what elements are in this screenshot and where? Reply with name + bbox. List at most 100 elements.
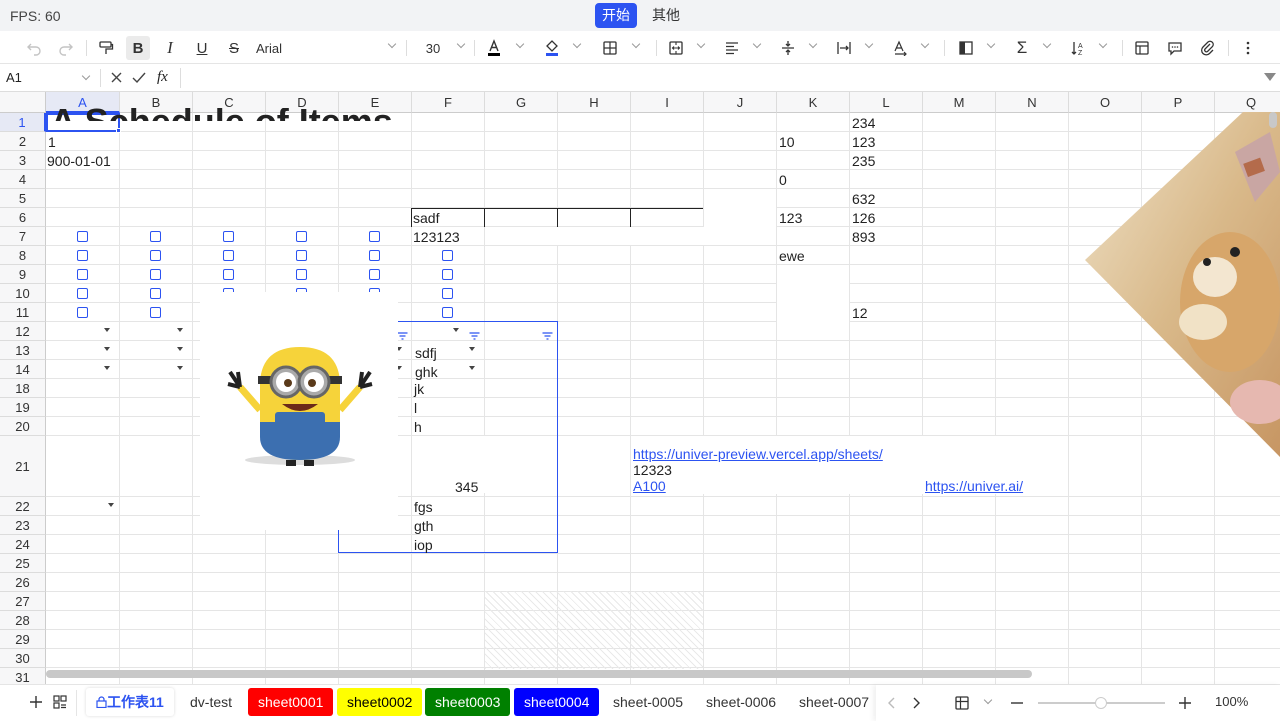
checkbox[interactable] [223,250,234,261]
select-all-corner[interactable] [0,92,46,113]
checkbox[interactable] [223,269,234,280]
dropdown-arrow-icon[interactable] [177,328,183,332]
column-header-o[interactable]: O [1069,92,1142,113]
dropdown-arrow-icon[interactable] [104,366,110,370]
horizontal-align-icon[interactable] [722,36,742,60]
row-header-11[interactable]: 11 [0,303,46,322]
merge-cells-icon[interactable] [666,36,686,60]
row-header-9[interactable]: 9 [0,265,46,284]
text-rotate-icon[interactable] [890,36,910,60]
sheet-tab-sheet0003[interactable]: sheet0003 [425,688,511,716]
column-header-a[interactable]: A [46,92,120,113]
column-header-i[interactable]: I [631,92,704,113]
cell-i21-ref[interactable]: A100 [633,478,666,494]
filter-icon[interactable] [542,327,553,340]
dropdown-arrow-icon[interactable] [469,366,475,370]
column-header-b[interactable]: B [120,92,193,113]
sheet-tab-sheet0001[interactable]: sheet0001 [248,688,334,716]
undo-icon[interactable] [24,36,44,60]
row-header-4[interactable]: 4 [0,170,46,189]
vertical-align-icon[interactable] [778,36,798,60]
row-header-29[interactable]: 29 [0,630,46,649]
name-box-chevron-icon[interactable] [81,71,91,81]
row-header-27[interactable]: 27 [0,592,46,611]
redo-icon[interactable] [56,36,76,60]
row-header-28[interactable]: 28 [0,611,46,630]
sheet-tab-dv-test[interactable]: dv-test [190,694,233,710]
dropdown-arrow-icon[interactable] [177,366,183,370]
cancel-formula-icon[interactable] [110,71,123,89]
checkbox[interactable] [77,288,88,299]
row-header-18[interactable]: 18 [0,379,46,398]
checkbox[interactable] [77,269,88,280]
cell-name-box[interactable]: A1 [6,70,22,85]
row-header-2[interactable]: 2 [0,132,46,151]
row-header-21[interactable]: 21 [0,436,46,497]
checkbox[interactable] [150,250,161,261]
add-sheet-icon[interactable] [28,694,44,715]
font-family-select[interactable]: Arial [256,40,283,56]
expand-formula-icon[interactable] [1264,73,1276,81]
checkbox[interactable] [442,307,453,318]
column-header-k[interactable]: K [777,92,850,113]
row-header-14[interactable]: 14 [0,360,46,379]
row-header-1[interactable]: 1 [0,113,46,132]
minion-image[interactable] [200,292,398,530]
checkbox[interactable] [296,269,307,280]
zoom-slider-thumb[interactable] [1095,697,1107,709]
dropdown-arrow-icon[interactable] [396,347,402,351]
dropdown-arrow-icon[interactable] [177,347,183,351]
confirm-formula-icon[interactable] [132,71,146,89]
checkbox[interactable] [150,288,161,299]
all-sheets-icon[interactable] [52,694,68,715]
column-header-e[interactable]: E [339,92,412,113]
dropdown-arrow-icon[interactable] [104,328,110,332]
row-header-20[interactable]: 20 [0,417,46,436]
row-header-10[interactable]: 10 [0,284,46,303]
row-header-5[interactable]: 5 [0,189,46,208]
dropdown-arrow-icon[interactable] [396,366,402,370]
format-painter-icon[interactable] [96,36,116,60]
row-header-22[interactable]: 22 [0,497,46,516]
column-header-q[interactable]: Q [1215,92,1280,113]
more-icon[interactable] [1238,36,1258,60]
checkbox[interactable] [442,288,453,299]
column-header-l[interactable]: L [850,92,923,113]
row-header-8[interactable]: 8 [0,246,46,265]
comment-icon[interactable] [1165,36,1185,60]
row-header-12[interactable]: 12 [0,322,46,341]
row-header-24[interactable]: 24 [0,535,46,554]
scroll-tabs-left-icon[interactable] [886,696,898,715]
checkbox[interactable] [369,269,380,280]
column-header-j[interactable]: J [704,92,777,113]
sheet-tab-sheet-0007[interactable]: sheet-0007 [799,694,870,710]
font-size-select[interactable]: 30 [425,40,441,56]
checkbox[interactable] [150,269,161,280]
checkbox[interactable] [77,250,88,261]
zoom-level[interactable]: 100% [1215,694,1249,709]
border-icon[interactable] [600,36,620,60]
checkbox[interactable] [296,250,307,261]
checkbox[interactable] [296,231,307,242]
grid-view-icon[interactable] [954,695,970,716]
scroll-tabs-right-icon[interactable] [910,696,922,715]
attachment-icon[interactable] [1198,36,1218,60]
data-validation-icon[interactable] [1132,36,1152,60]
column-header-n[interactable]: N [996,92,1069,113]
sheet-tab-sheet-0006[interactable]: sheet-0006 [706,694,777,710]
cell-i21-link[interactable]: https://univer-preview.vercel.app/sheets… [633,446,883,462]
checkbox[interactable] [150,307,161,318]
sheet-tab-active[interactable]: 工作表11 [86,688,174,716]
row-header-23[interactable]: 23 [0,516,46,535]
bold-icon[interactable]: B [126,36,150,60]
zoom-in-icon[interactable] [1178,695,1192,716]
function-icon[interactable]: fx [157,69,168,85]
filter-icon[interactable] [397,327,408,340]
row-header-30[interactable]: 30 [0,649,46,668]
column-header-f[interactable]: F [412,92,485,113]
vertical-scrollbar[interactable] [1269,112,1277,128]
strikethrough-icon[interactable]: S [228,39,239,57]
column-header-d[interactable]: D [266,92,339,113]
fill-handle[interactable] [116,128,121,133]
